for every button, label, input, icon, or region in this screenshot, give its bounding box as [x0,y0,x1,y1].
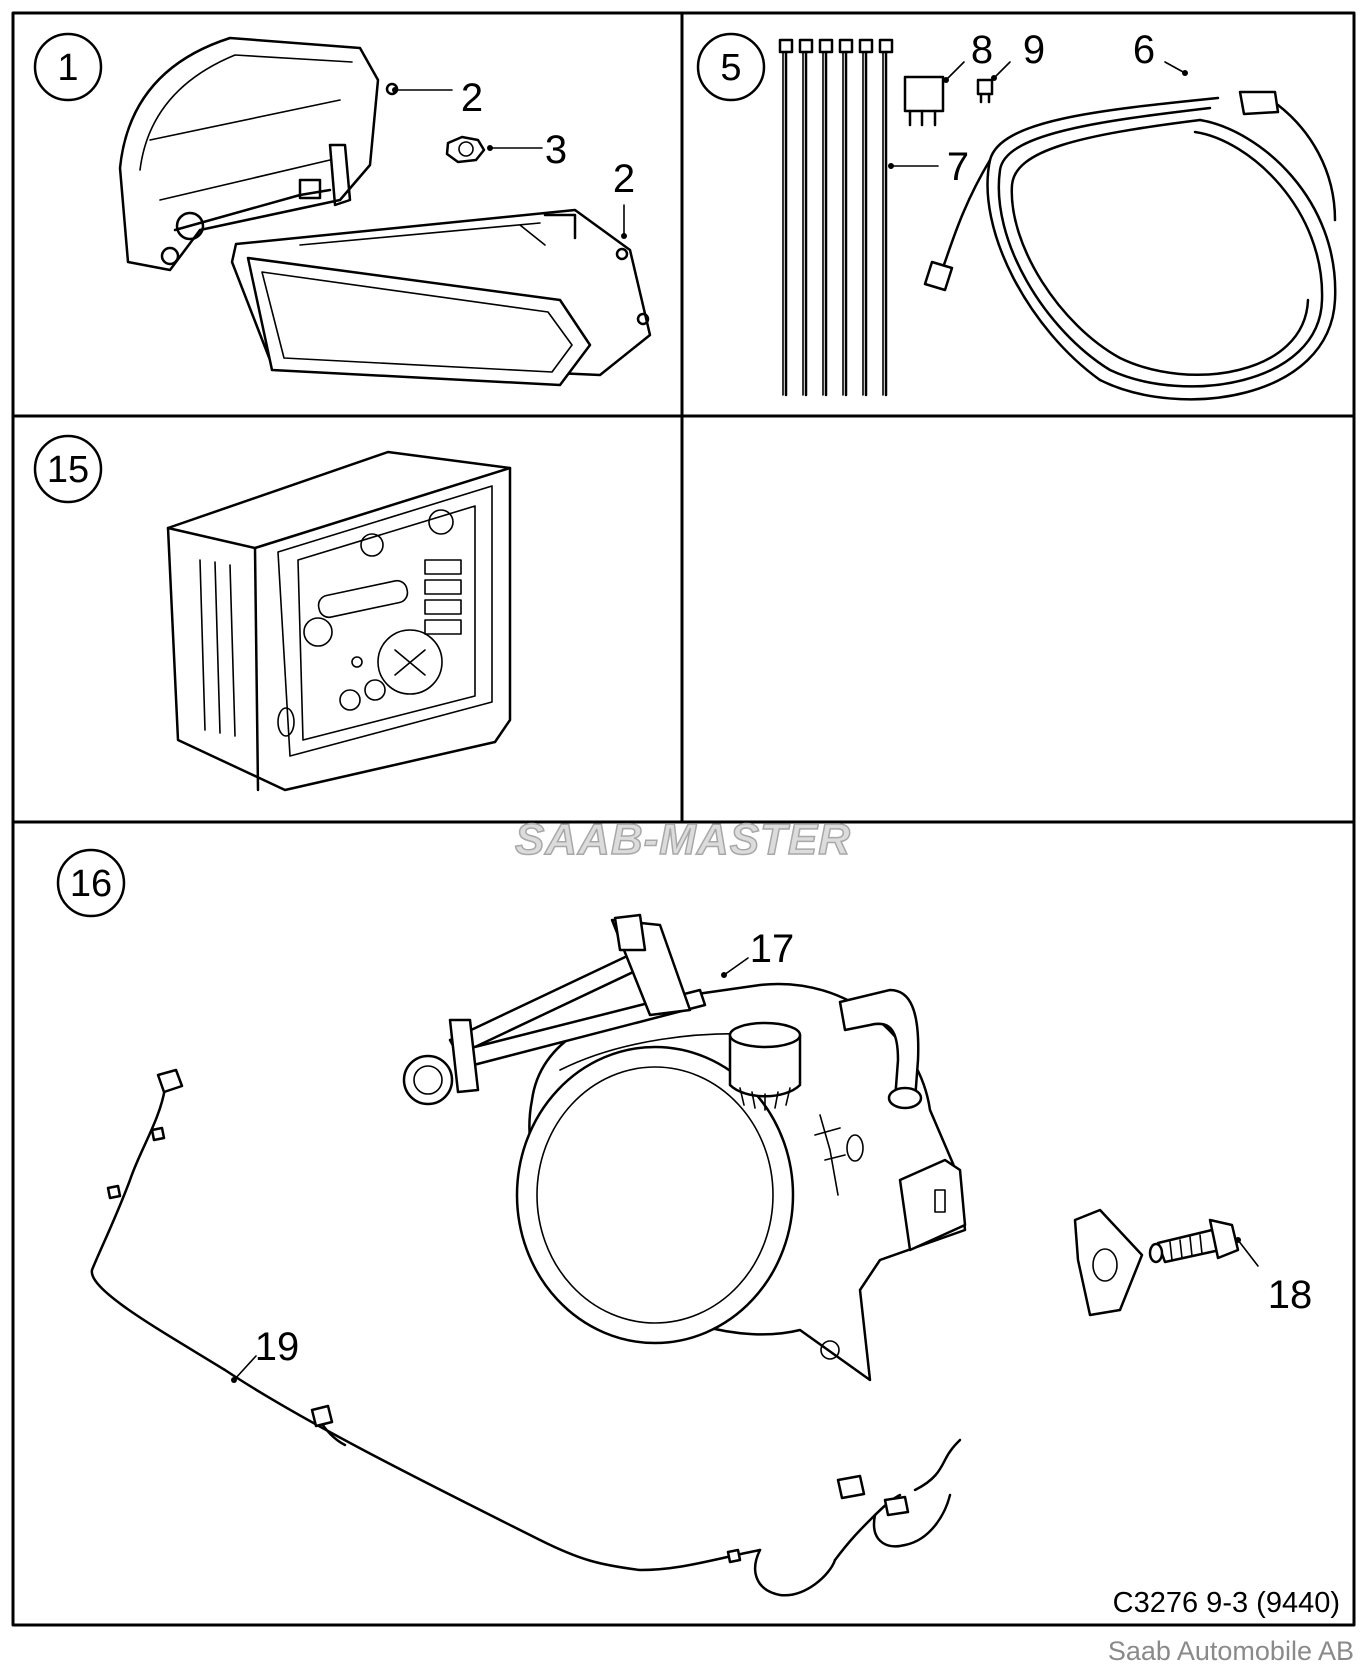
callout-2-lower: 2 [613,157,635,201]
callout-8: 8 [971,28,993,72]
svg-text:15: 15 [47,449,89,491]
diagram-frame [11,11,1356,1627]
watermark: SAAB-MASTER [515,815,851,864]
panel-label-16: 16 [56,848,126,918]
panel-label-15: 15 [33,434,103,504]
copyright-text: Saab Automobile AB [1108,1636,1354,1666]
panel-label-1: 1 [33,32,103,102]
svg-text:5: 5 [720,47,741,89]
callout-9: 9 [1023,28,1045,72]
leader-lines-panel-1 [392,87,627,239]
leader-lines-panel-5 [888,61,1188,169]
callout-2-upper: 2 [461,76,483,120]
callout-7: 7 [947,145,969,189]
reference-code: C3276 9-3 (9440) [1113,1587,1340,1619]
callout-19: 19 [255,1325,300,1369]
fuse-box-drawing [166,450,512,792]
cable-ties-drawing [778,38,1337,401]
fog-lamp-pair-drawing [118,36,652,387]
svg-text:16: 16 [70,863,112,905]
panel-label-5: 5 [696,32,766,102]
svg-text:1: 1 [57,47,78,89]
fog-lamp-assembly-drawing [90,913,1240,1597]
leader-lines-panel-16 [231,957,1259,1383]
callout-3: 3 [545,128,567,172]
callout-17: 17 [750,927,795,971]
callout-18: 18 [1268,1273,1313,1317]
callout-6: 6 [1133,28,1155,72]
